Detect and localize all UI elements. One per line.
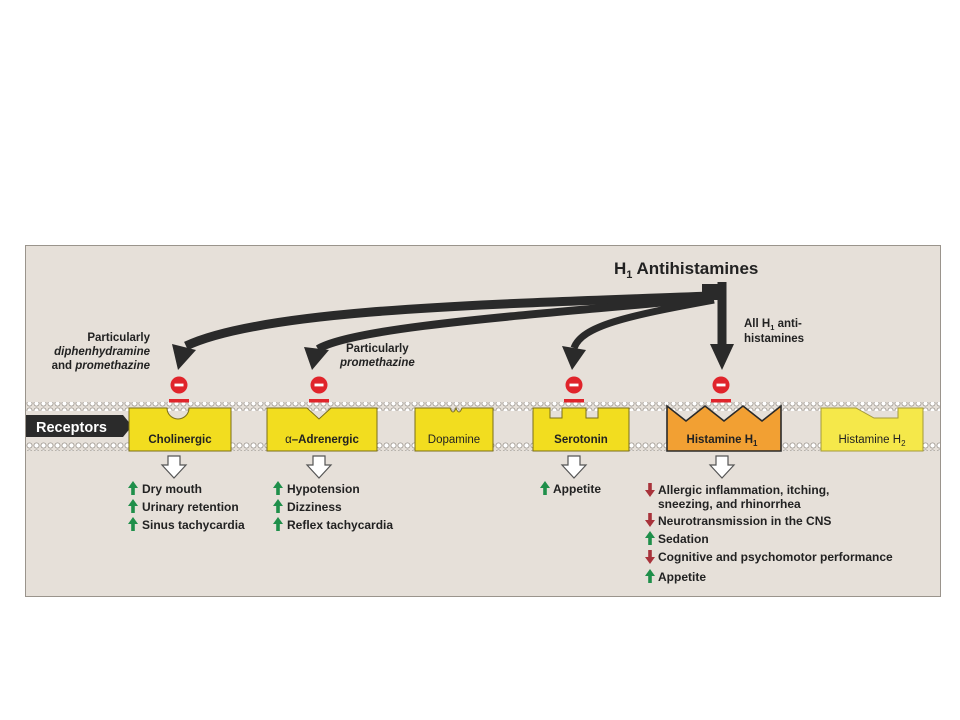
down-arrow-icon: [645, 513, 655, 527]
effects-histamine: Allergic inflammation, itching, sneezing…: [645, 483, 893, 584]
up-arrow-icon: [273, 499, 283, 513]
antihistamine-diagram: Receptors Cholinergic α–Adrenergic Dopam…: [26, 259, 940, 584]
receptors-label: Receptors: [36, 420, 107, 436]
drug-arrowheads: [172, 344, 734, 370]
histamine-h1-receptor: Histamine H1: [666, 404, 782, 452]
arrowhead-serotonin: [562, 346, 586, 370]
up-arrow-icon: [273, 481, 283, 495]
svg-text:and promethazine: and promethazine: [52, 360, 151, 372]
adrenergic-receptor: α–Adrenergic: [266, 407, 378, 452]
svg-text:Particularly: Particularly: [346, 343, 409, 355]
up-arrow-icon: [540, 481, 550, 495]
effect-arrow-serotonin-icon: [561, 455, 587, 479]
svg-text:Allergic inflammation, itching: Allergic inflammation, itching,: [658, 483, 829, 497]
dopamine-receptor: Dopamine: [414, 406, 494, 452]
note-all-h1: All H1 anti- histamines: [744, 318, 804, 345]
arrow-to-adrenergic: [315, 294, 711, 353]
dopamine-label: Dopamine: [428, 434, 480, 446]
drug-arrows: [184, 282, 727, 353]
svg-text:Neurotransmission in the CNS: Neurotransmission in the CNS: [658, 514, 831, 528]
cholinergic-label: Cholinergic: [148, 434, 212, 446]
inhibit-serotonin-icon: [564, 376, 584, 403]
serotonin-label: Serotonin: [554, 434, 608, 446]
serotonin-receptor: Serotonin: [532, 407, 630, 452]
arrow-trunk: [702, 284, 722, 300]
diagram-panel: Receptors Cholinergic α–Adrenergic Dopam…: [25, 245, 941, 597]
up-arrow-icon: [128, 499, 138, 513]
inhibit-adrenergic-icon: [309, 376, 329, 403]
svg-text:histamines: histamines: [744, 333, 804, 345]
cholinergic-receptor: Cholinergic: [128, 407, 232, 452]
inhibit-histamine-h1-icon: [711, 376, 731, 403]
svg-text:Sinus tachycardia: Sinus tachycardia: [142, 518, 245, 532]
arrowhead-cholinergic: [172, 344, 196, 370]
svg-text:Sedation: Sedation: [658, 532, 709, 546]
histamine-h1-label: Histamine H1: [687, 434, 758, 448]
svg-text:Particularly: Particularly: [87, 332, 150, 344]
arrow-to-serotonin: [570, 296, 715, 350]
adrenergic-label: α–Adrenergic: [285, 434, 359, 446]
note-promethazine: Particularly promethazine: [339, 343, 415, 369]
up-arrow-icon: [645, 531, 655, 545]
effect-arrow-cholinergic-icon: [161, 455, 187, 479]
svg-text:Urinary retention: Urinary retention: [142, 500, 239, 514]
svg-text:promethazine: promethazine: [339, 357, 415, 369]
svg-text:diphenhydramine: diphenhydramine: [54, 346, 150, 358]
up-arrow-icon: [128, 517, 138, 531]
down-arrow-icon: [645, 483, 655, 497]
histamine-h2-receptor: Histamine H2: [820, 407, 924, 452]
effect-arrow-adrenergic-icon: [306, 455, 332, 479]
arrowhead-adrenergic: [304, 347, 329, 370]
svg-text:All H1 anti-: All H1 anti-: [744, 318, 802, 332]
histamine-h2-label: Histamine H2: [838, 434, 906, 448]
svg-text:Dizziness: Dizziness: [287, 500, 342, 514]
svg-text:Hypotension: Hypotension: [287, 482, 360, 496]
diagram-title: H1 Antihistamines: [614, 259, 758, 281]
up-arrow-icon: [645, 569, 655, 583]
svg-text:Dry mouth: Dry mouth: [142, 482, 202, 496]
effects-cholinergic: Dry mouth Urinary retention Sinus tachyc…: [128, 481, 245, 532]
arrowhead-histamine: [710, 344, 734, 370]
receptors-label-box: Receptors: [26, 415, 132, 437]
up-arrow-icon: [273, 517, 283, 531]
inhibit-cholinergic-icon: [169, 376, 189, 403]
effects-serotonin: Appetite: [540, 481, 601, 496]
svg-text:Appetite: Appetite: [553, 482, 601, 496]
svg-text:Appetite: Appetite: [658, 570, 706, 584]
svg-text:Reflex tachycardia: Reflex tachycardia: [287, 518, 393, 532]
down-arrow-icon: [645, 550, 655, 564]
effects-adrenergic: Hypotension Dizziness Reflex tachycardia: [273, 481, 393, 532]
up-arrow-icon: [128, 481, 138, 495]
effect-arrow-histamine-icon: [709, 455, 735, 479]
svg-text:Cognitive and psychomotor perf: Cognitive and psychomotor performance: [658, 550, 893, 564]
note-diphenhydramine: Particularly diphenhydramine and prometh…: [52, 332, 151, 372]
svg-text:sneezing, and rhinorrhea: sneezing, and rhinorrhea: [658, 497, 801, 511]
arrow-to-cholinergic: [184, 291, 711, 351]
